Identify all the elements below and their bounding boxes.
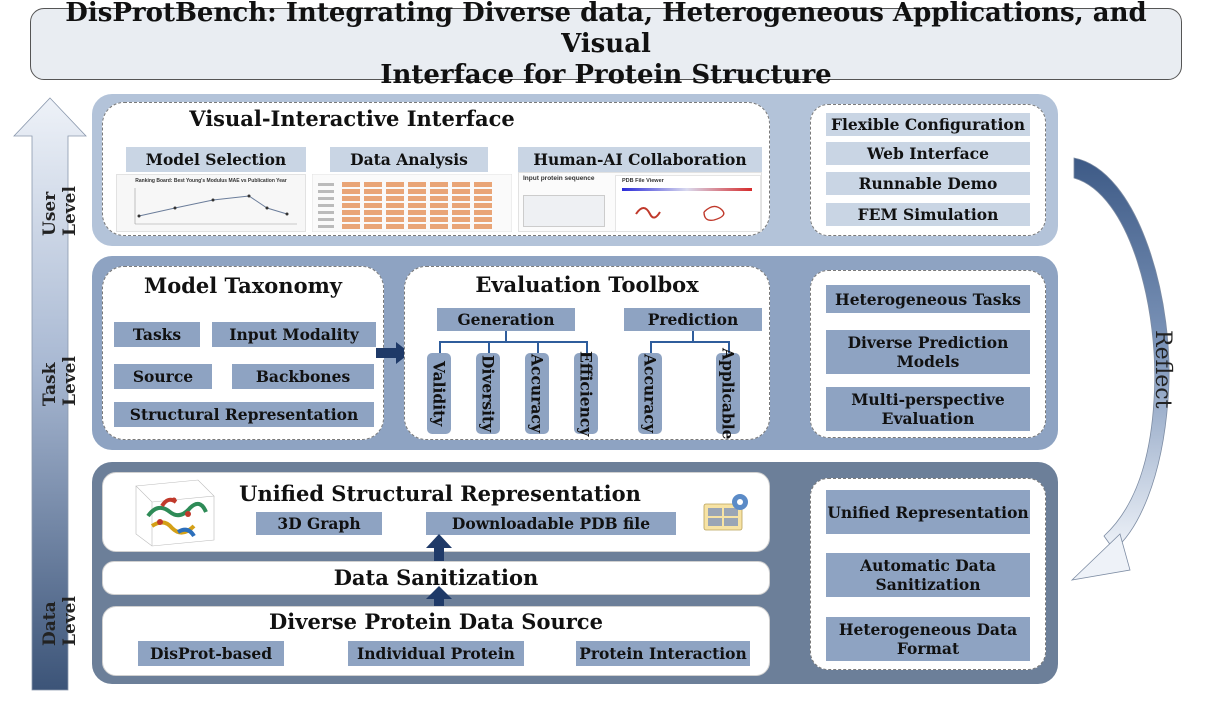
data-sanitization-heading: Data Sanitization [333, 565, 539, 590]
prediction-accuracy-metric: Accuracy [638, 353, 662, 434]
protein-3d-graphic [135, 479, 215, 547]
data-analysis-thumbnail [312, 174, 512, 232]
generation-chip: Generation [437, 308, 575, 331]
diversity-metric: Diversity [476, 353, 500, 434]
heterogeneous-data-format-item: Heterogeneous Data Format [826, 617, 1030, 661]
pdb-viewer-graphic [622, 188, 752, 222]
downloadable-pdb-chip: Downloadable PDB file [426, 512, 676, 535]
3d-graph-chip: 3D Graph [256, 512, 382, 535]
generation-drop-1 [439, 341, 441, 353]
applicable-label: Applicable [718, 347, 738, 440]
human-ai-thumbnail: Input protein sequence PDB File Viewer [518, 172, 762, 232]
model-taxonomy-heading: Model Taxonomy [143, 273, 343, 298]
generation-drop-4 [586, 341, 588, 353]
diverse-prediction-models-item: Diverse Prediction Models [826, 330, 1030, 374]
prediction-accuracy-label: Accuracy [640, 354, 660, 433]
disprot-based-chip: DisProt-based [138, 641, 284, 666]
taxonomy-to-toolbox-arrow [376, 342, 410, 364]
prediction-branch-line [650, 341, 729, 343]
applicable-metric: Applicable [716, 348, 740, 439]
evaluation-toolbox-heading: Evaluation Toolbox [475, 272, 699, 297]
flexible-configuration-item: Flexible Configuration [826, 113, 1030, 136]
generation-drop-3 [537, 341, 539, 353]
unified-representation-heading: Unified Structural Representation [239, 481, 641, 506]
title-line-1: DisProtBench: Integrating Diverse data, … [65, 0, 1147, 59]
thumbnail-chart-title: Ranking Board: Best Young's Modulus MAE … [135, 178, 287, 184]
individual-protein-chip: Individual Protein [348, 641, 524, 666]
model-selection-thumbnail: Ranking Board: Best Young's Modulus MAE … [116, 174, 306, 232]
visual-interface-heading: Visual-Interactive Interface [189, 106, 515, 131]
page-title: DisProtBench: Integrating Diverse data, … [30, 0, 1182, 90]
generation-connector [505, 331, 507, 341]
prediction-drop-1 [650, 341, 652, 353]
sanitization-to-unified-arrow [426, 534, 452, 562]
multi-perspective-evaluation-item: Multi-perspective Evaluation [826, 387, 1030, 431]
reflect-label: Reflect [1150, 330, 1175, 409]
generation-branch-line [439, 341, 586, 343]
database-settings-icon [703, 494, 748, 531]
model-selection-chip: Model Selection [126, 147, 306, 172]
source-to-sanitization-arrow [426, 586, 452, 612]
prediction-connector [692, 331, 694, 341]
generation-accuracy-label: Accuracy [527, 354, 547, 433]
input-modality-chip: Input Modality [212, 322, 376, 347]
diversity-label: Diversity [478, 354, 498, 433]
sequence-input-box [523, 195, 605, 227]
thumbnail-line-chart [134, 188, 297, 225]
data-level-label: Data Level [40, 596, 80, 646]
automatic-data-sanitization-item: Automatic Data Sanitization [826, 553, 1030, 597]
task-level-label: Task Level [40, 356, 80, 406]
unified-representation-item: Unified Representation [826, 490, 1030, 534]
backbones-chip: Backbones [232, 364, 374, 389]
reflect-arrow [1070, 157, 1170, 581]
prediction-chip: Prediction [624, 308, 762, 331]
level-arrow [13, 97, 87, 691]
pdb-viewer-title: PDB File Viewer [622, 178, 664, 184]
input-sequence-label: Input protein sequence [523, 175, 595, 182]
efficiency-label: Efficiency [576, 350, 596, 437]
generation-drop-2 [488, 341, 490, 353]
fem-simulation-item: FEM Simulation [826, 203, 1030, 226]
pdb-viewer-box: PDB File Viewer [615, 175, 761, 231]
data-analysis-chip: Data Analysis [330, 147, 488, 172]
efficiency-metric: Efficiency [574, 350, 598, 437]
structural-representation-chip: Structural Representation [114, 402, 374, 427]
validity-label: Validity [429, 360, 449, 427]
validity-metric: Validity [427, 353, 451, 434]
title-line-2: Interface for Protein Structure [380, 59, 832, 90]
tasks-chip: Tasks [114, 322, 200, 347]
protein-data-source-heading: Diverse Protein Data Source [269, 609, 603, 634]
web-interface-item: Web Interface [826, 142, 1030, 165]
runnable-demo-item: Runnable Demo [826, 172, 1030, 195]
human-ai-collaboration-chip: Human-AI Collaboration [518, 147, 762, 172]
source-chip: Source [114, 364, 212, 389]
prediction-drop-2 [728, 341, 730, 353]
user-level-label: User Level [40, 186, 80, 236]
generation-accuracy-metric: Accuracy [525, 353, 549, 434]
heterogeneous-tasks-item: Heterogeneous Tasks [826, 285, 1030, 313]
protein-interaction-chip: Protein Interaction [576, 641, 750, 666]
